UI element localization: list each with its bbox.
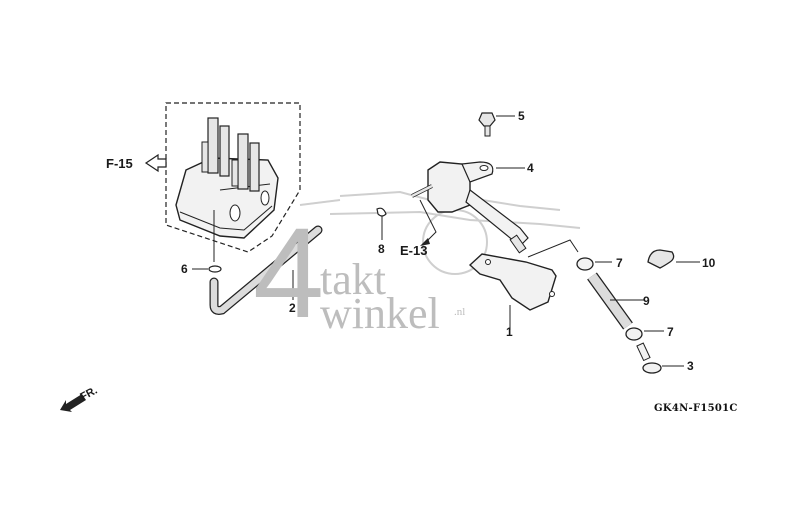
part-9-tube [587, 272, 645, 330]
part-6-clip [208, 265, 222, 273]
part-3-plug [636, 342, 684, 374]
callout-3: 3 [687, 359, 694, 373]
callout-2: 2 [289, 301, 296, 315]
callout-7-lower: 7 [667, 325, 674, 339]
callout-6: 6 [181, 262, 188, 276]
callout-9: 9 [643, 294, 650, 308]
callout-1: 1 [506, 325, 513, 339]
part-7-lower-clamp [625, 327, 664, 341]
intake-housing-assembly [165, 102, 301, 262]
part-1-bracket [468, 253, 557, 330]
watermark-line1: takt [320, 255, 386, 304]
part-2-hose [209, 225, 323, 315]
callout-10: 10 [702, 256, 716, 270]
watermark-line2: winkel [320, 289, 440, 338]
part-8-clip [376, 207, 387, 240]
callout-8: 8 [378, 242, 385, 256]
part-5-bolt [478, 112, 515, 137]
ref-label-e13: E-13 [400, 243, 428, 258]
diagram-code: GK4N-F1501C [654, 403, 738, 414]
watermark-tld: .nl [454, 306, 466, 318]
callout-7-upper: 7 [616, 256, 623, 270]
watermark-number: 4 [253, 202, 325, 345]
callout-5: 5 [518, 109, 525, 123]
front-arrow-icon [60, 394, 86, 412]
callout-4: 4 [527, 161, 534, 175]
ref-arrow-e13-icon [420, 238, 430, 246]
ref-label-f15: F-15 [106, 156, 133, 171]
part-4-manifold [411, 161, 529, 254]
part-10-clip [647, 249, 700, 269]
part-7-upper-clamp [576, 257, 612, 271]
ref-arrow-f15-icon [144, 153, 167, 173]
